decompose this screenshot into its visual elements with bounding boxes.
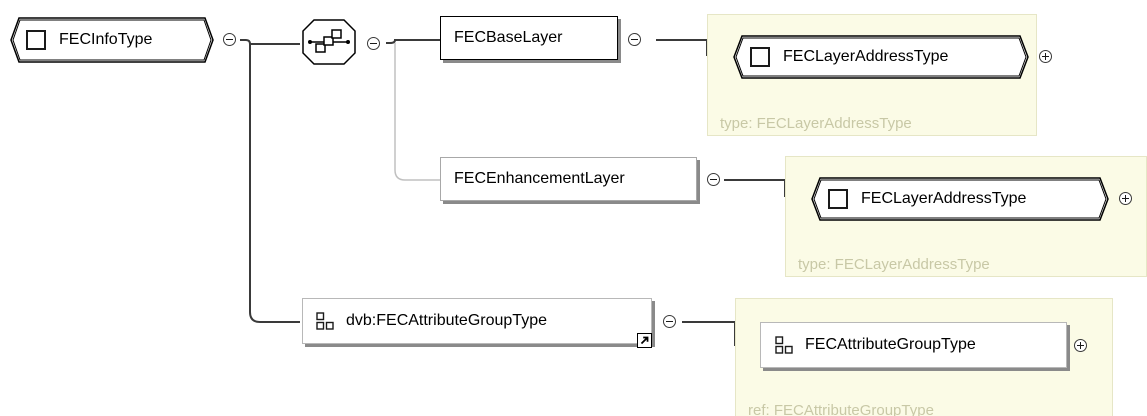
enhancement-layer-type-expand-plus-circle-icon[interactable] [1119,192,1132,205]
enhancement-layer-type-caption: type: FECLayerAddressType [798,256,990,273]
attribute-group-reference[interactable]: dvb:FECAttributeGroupType [302,298,652,344]
complex-type-outline [10,17,214,63]
complex-type-box-icon [26,30,46,50]
connector-sequence-to-enhancement-layer [394,43,440,181]
attribute-group-ref-label: FECAttributeGroupType [805,336,976,353]
base-layer-type-caption: type: FECLayerAddressType [720,115,912,132]
enhancement-layer-type-node[interactable]: FECLayerAddressType [810,176,1112,222]
base-layer-type-label: FECLayerAddressType [783,48,949,65]
attribute-group-icon [316,312,334,330]
element-fec-base-layer[interactable]: FECBaseLayer [440,16,618,60]
base-layer-type-node[interactable]: FECLayerAddressType [732,34,1032,80]
reference-arrow-icon[interactable] [637,333,652,348]
attribute-group-ref-node[interactable]: FECAttributeGroupType [760,322,1067,368]
complex-type-outline [733,35,1029,79]
element-fec-enhancement-layer-label: FECEnhancementLayer [454,170,625,187]
attribute-group-ref-caption: ref: FECAttributeGroupType [748,402,934,416]
attribute-group-reference-label: dvb:FECAttributeGroupType [346,312,547,329]
base-layer-type-expand-plus-circle-icon[interactable] [1039,50,1052,63]
complex-type-outline [811,177,1109,221]
sequence-compositor-icon[interactable] [300,17,358,67]
connector-sequence-to-base-layer [386,39,440,44]
connector-root-to-sequence [240,39,300,45]
element-fec-base-layer-label: FECBaseLayer [454,29,563,46]
root-collapse-minus-circle-icon[interactable] [223,33,236,46]
enhancement-layer-collapse-minus-circle-icon[interactable] [707,173,720,186]
root-complex-type-node[interactable]: FECInfoType [8,16,216,64]
element-fec-enhancement-layer[interactable]: FECEnhancementLayer [440,157,697,201]
attribute-group-ref-expand-plus-circle-icon[interactable] [1074,339,1087,352]
base-layer-collapse-minus-circle-icon[interactable] [628,33,641,46]
enhancement-layer-type-label: FECLayerAddressType [861,190,1027,207]
complex-type-box-icon [828,189,848,209]
attribute-group-collapse-minus-circle-icon[interactable] [663,315,676,328]
attribute-group-icon [775,336,793,354]
root-type-label: FECInfoType [59,31,153,48]
sequence-collapse-minus-circle-icon[interactable] [367,37,380,50]
complex-type-box-icon [750,47,770,67]
connector-root-to-attribute-group [249,44,300,323]
